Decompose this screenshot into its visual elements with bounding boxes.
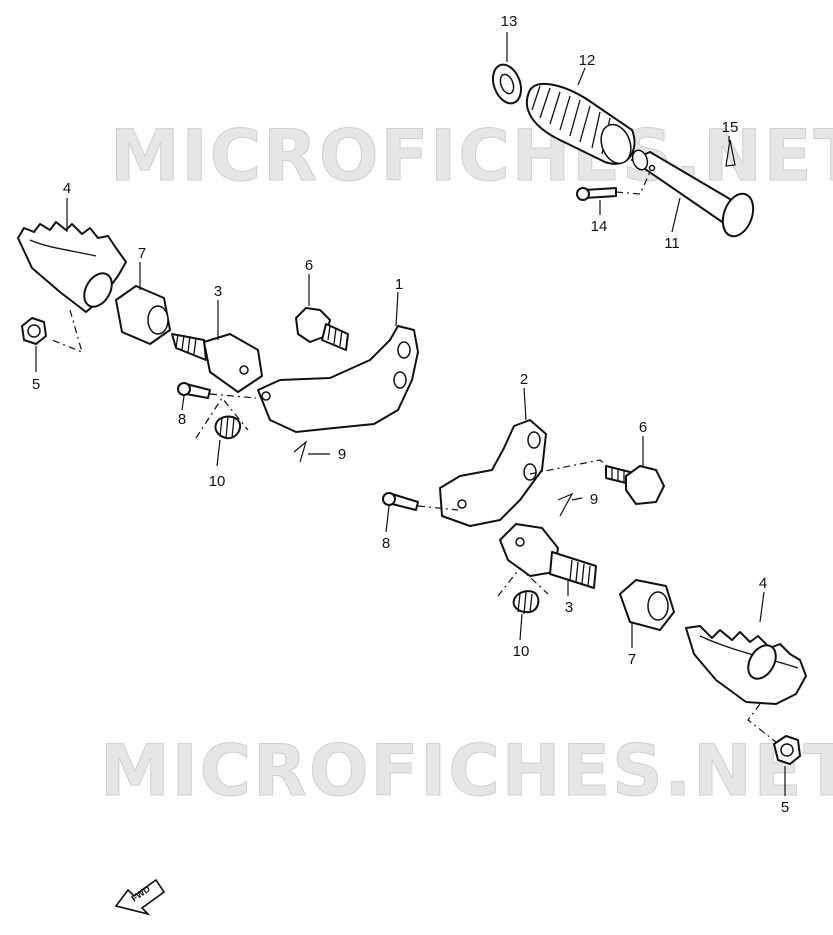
leader-pin-8-right (417, 505, 459, 511)
leader-10-left (216, 439, 221, 467)
spring-10-left (214, 415, 242, 440)
leader-8-left (181, 395, 185, 411)
label-14: 14 (591, 218, 608, 235)
label-7-left: 7 (138, 245, 146, 262)
leader-1 (395, 291, 399, 327)
footpeg-shaft-11 (631, 149, 755, 238)
bracket-1 (257, 325, 419, 433)
bolt-6-left (295, 307, 349, 351)
label-6-left: 6 (305, 257, 313, 274)
label-3-right: 3 (565, 599, 573, 616)
leader-4-right (759, 591, 765, 623)
label-5-left: 5 (32, 376, 40, 393)
leader-11 (671, 197, 681, 233)
cotter-pin-9-left (293, 440, 308, 463)
callout-labels: 13 12 15 14 11 4 7 3 6 1 5 8 9 10 2 6 9 … (32, 13, 789, 816)
pivot-pin-3-left (171, 333, 263, 393)
cotter-pin-9-right (557, 492, 574, 517)
label-9-left: 9 (338, 446, 346, 463)
leader-12 (577, 67, 586, 86)
leader-bolt-6-right (529, 459, 613, 475)
nut-5-right (773, 735, 801, 765)
washer-13 (491, 63, 523, 105)
leader-2 (523, 387, 527, 421)
grip-rubber-12 (525, 82, 636, 165)
label-2: 2 (520, 371, 528, 388)
footpeg-4-left (17, 221, 127, 313)
label-6-right: 6 (639, 419, 647, 436)
label-7-right: 7 (628, 651, 636, 668)
label-4-right: 4 (759, 575, 767, 592)
label-3-left: 3 (214, 283, 222, 300)
leader-8-right (385, 505, 390, 533)
label-4-left: 4 (63, 180, 71, 197)
fwd-arrow-icon: FWD (114, 878, 166, 916)
clevis-pin-8-left (177, 382, 211, 399)
leader-4-right-to-5 (747, 703, 777, 743)
spring-10-right (512, 590, 540, 615)
collar-7-right (619, 579, 675, 631)
label-11: 11 (664, 235, 680, 252)
watermark-bottom: MICROFICHES.NET (100, 730, 833, 812)
leader-spring-10-right (497, 567, 549, 597)
label-15: 15 (722, 119, 739, 136)
leader-10-right (519, 613, 523, 641)
label-12: 12 (579, 52, 596, 69)
label-10-right: 10 (513, 643, 530, 660)
label-1: 1 (395, 276, 403, 293)
bolt-6-right (605, 465, 665, 505)
bracket-2 (439, 419, 547, 527)
collar-7-left (115, 285, 171, 345)
nut-5-left (21, 317, 47, 345)
leader-pin-14 (615, 171, 651, 195)
label-5-right: 5 (781, 799, 789, 816)
cotter-pin-15 (725, 139, 736, 167)
watermark-top: MICROFICHES.NET (110, 115, 833, 197)
label-10-left: 10 (209, 473, 226, 490)
label-13: 13 (501, 13, 518, 30)
label-9-right: 9 (590, 491, 598, 508)
leader-9-right (571, 497, 583, 501)
pivot-pin-3-right (499, 523, 597, 589)
clevis-pin-8-right (382, 492, 419, 511)
label-8-right: 8 (382, 535, 390, 552)
footpeg-4-right (685, 625, 807, 705)
clevis-pin-14 (576, 187, 617, 201)
leader-4-left-to-5 (51, 309, 83, 354)
label-8-left: 8 (178, 411, 186, 428)
leader-pin-8-left (209, 393, 257, 399)
